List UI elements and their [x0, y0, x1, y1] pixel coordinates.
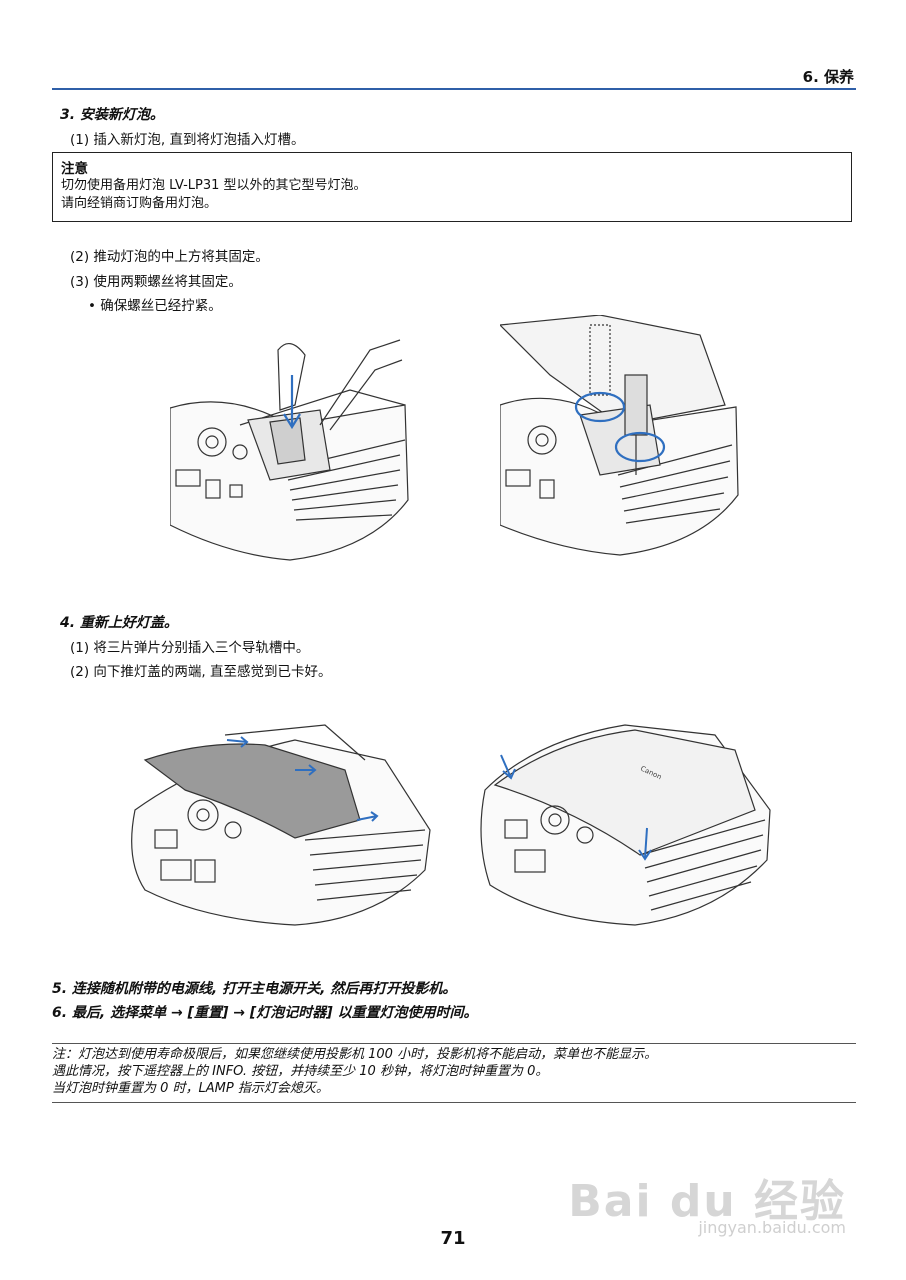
caution-box: 注意 切勿使用备用灯泡 LV-LP31 型以外的其它型号灯泡。 请向经销商订购备… [52, 152, 852, 222]
rotate-arrow-icon [574, 391, 666, 463]
step3-sub3: (3) 使用两颗螺丝将其固定。 [70, 274, 242, 290]
blue-arrow-icon [226, 736, 379, 822]
caution-line-1: 切勿使用备用灯泡 LV-LP31 型以外的其它型号灯泡。 [61, 178, 367, 193]
note-line-1: 注：灯泡达到使用寿命极限后，如果您继续使用投影机 100 小时，投影机将不能启动… [52, 1047, 658, 1062]
step3-sub2: (2) 推动灯泡的中上方将其固定。 [70, 249, 269, 265]
step4-sub2: (2) 向下推灯盖的两端, 直至感觉到已卡好。 [70, 664, 332, 680]
step5-title: 5. 连接随机附带的电源线, 打开主电源开关, 然后再打开投影机。 [52, 981, 457, 997]
figure-fasten-screws [500, 315, 739, 556]
caution-title: 注意 [61, 161, 88, 177]
page-number: 71 [440, 1228, 466, 1249]
figure-insert-lamp [170, 339, 409, 561]
figure-press-cover: Canon [480, 724, 771, 926]
note-line-3: 当灯泡时钟重置为 0 时，LAMP 指示灯会熄灭。 [52, 1081, 329, 1096]
step3-title: 3. 安装新灯泡。 [60, 107, 164, 123]
step4-title: 4. 重新上好灯盖。 [60, 615, 178, 631]
down-arrow-icon [283, 375, 301, 430]
step3-sub1: (1) 插入新灯泡, 直到将灯泡插入灯槽。 [70, 132, 305, 148]
section-title: 6. 保养 [802, 68, 854, 86]
watermark-url: jingyan.baidu.com [698, 1218, 846, 1237]
lamp-cover [143, 743, 361, 839]
watermark-logo: Bai du 经验 [568, 1176, 846, 1227]
press-arrow-icon [500, 754, 652, 861]
figure-place-cover: Canon [131, 724, 431, 926]
caution-line-2: 请向经销商订购备用灯泡。 [61, 196, 218, 211]
note-box: 注：灯泡达到使用寿命极限后，如果您继续使用投影机 100 小时，投影机将不能启动… [52, 1043, 856, 1103]
note-line-2: 遇此情况，按下遥控器上的 INFO. 按钮，并持续至少 10 秒钟，将灯泡时钟重… [52, 1064, 549, 1079]
step4-sub1: (1) 将三片弹片分别插入三个导轨槽中。 [70, 640, 310, 656]
step3-bullet: • 确保螺丝已经拧紧。 [88, 298, 222, 314]
step6-title: 6. 最后, 选择菜单 → [重置] → [灯泡记时器] 以重置灯泡使用时间。 [52, 1005, 478, 1021]
header-rule [52, 88, 856, 90]
